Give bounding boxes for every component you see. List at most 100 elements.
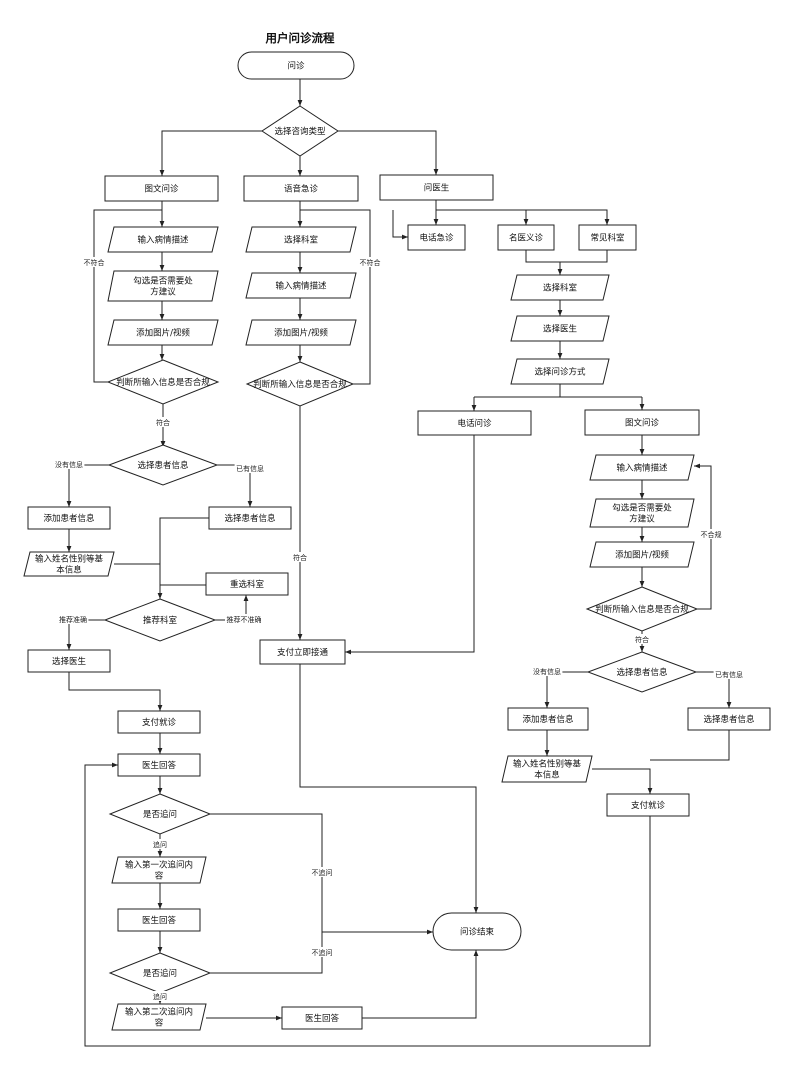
l-answer3-box: 医生回答: [281, 1006, 363, 1030]
r-add-label: 添加患者信息: [522, 714, 574, 725]
edge-label-r-pass: 符合: [635, 635, 649, 644]
l-reselect-box: 重选科室: [205, 572, 289, 596]
edge-label-l-accurate: 推荐准确: [59, 615, 87, 624]
tw-judge-label: 判断所输入信息是否合规: [116, 377, 210, 388]
yy-dept-input-box: 选择科室: [245, 226, 357, 253]
r-pay-box: 支付就诊: [606, 793, 690, 817]
tw-box: 图文问诊: [104, 175, 219, 202]
connector: [66, 619, 105, 650]
edge-label-l-ask2: 追问: [153, 992, 167, 1001]
edge-label-l-noask1: 不追问: [312, 868, 333, 877]
edge-label-l-hasinfo: 已有信息: [236, 464, 264, 473]
l-input1-input-box: 输入第一次追问内容: [111, 856, 207, 884]
l-sel-label: 选择患者信息: [224, 513, 276, 524]
l-follow1-label: 是否追问: [143, 809, 177, 820]
connector: [436, 209, 610, 225]
tw-rx-label: 勾选是否需要处方建议: [133, 276, 193, 298]
tw-label: 图文问诊: [144, 184, 179, 195]
diagram-title: 用户问诊流程: [265, 31, 335, 45]
r-rx-label: 勾选是否需要处方建议: [612, 503, 672, 525]
merge-dept-line: [525, 250, 608, 263]
l-patient-decision: 选择患者信息: [107, 444, 219, 486]
l-follow2-label: 是否追问: [143, 968, 177, 979]
dhjz-box: 电话急诊: [407, 224, 466, 251]
tw-judge-decision: 判断所输入信息是否合规: [106, 359, 220, 405]
yy-desc-label: 输入病情描述: [275, 281, 327, 292]
cjks-box: 常见科室: [578, 224, 637, 251]
pay-connect-box: 支付立即接通: [259, 639, 346, 665]
choose-type-decision: 选择咨询类型: [261, 105, 339, 157]
r-patient-decision: 选择患者信息: [586, 651, 698, 693]
l-answer1-box: 医生回答: [117, 753, 201, 777]
connector: [66, 464, 109, 507]
w-phone-label: 电话问诊: [457, 418, 492, 429]
l-answer3-label: 医生回答: [305, 1013, 340, 1024]
choose-type-label: 选择咨询类型: [274, 126, 326, 137]
connector: [392, 210, 408, 240]
yy-img-label: 添加图片/视频: [274, 328, 328, 339]
connector: [345, 435, 475, 655]
start-terminal: 问诊: [237, 51, 355, 80]
yy-box: 语音急诊: [243, 175, 359, 202]
connector: [592, 768, 653, 794]
connector: [338, 130, 439, 175]
l-input2-input-box: 输入第二次追问内容: [111, 1003, 207, 1031]
connector: [157, 517, 209, 599]
w-mode-input-box: 选择问诊方式: [510, 358, 610, 385]
l-sel-box: 选择患者信息: [208, 506, 292, 530]
edge-label-r-fail: 不合规: [701, 530, 722, 539]
connector: [68, 672, 163, 711]
tw-rx-input-box: 勾选是否需要处方建议: [107, 270, 219, 302]
w-dept-label: 选择科室: [543, 283, 578, 294]
r-judge-label: 判断所输入信息是否合规: [595, 604, 689, 615]
l-recommend-label: 推荐科室: [143, 615, 178, 626]
r-rx-input-box: 勾选是否需要处方建议: [589, 498, 695, 528]
edge-label-yy-pass: 符合: [293, 553, 307, 562]
r-desc-label: 输入病情描述: [616, 463, 668, 474]
tw-img-input-box: 添加图片/视频: [107, 319, 219, 346]
edge-label-r-hasinfo: 已有信息: [715, 670, 743, 679]
r-pay-label: 支付就诊: [631, 800, 666, 811]
connector: [650, 730, 730, 761]
yy-img-input-box: 添加图片/视频: [245, 319, 357, 346]
pay-connect-label: 支付立即接通: [277, 647, 329, 658]
r-judge-decision: 判断所输入信息是否合规: [585, 586, 699, 632]
edge-label-l-noask2: 不追问: [312, 948, 333, 957]
r-patient-label: 选择患者信息: [616, 667, 668, 678]
yy-judge-label: 判断所输入信息是否合规: [253, 379, 347, 390]
end-terminal: 问诊结束: [432, 912, 522, 951]
wys-box: 问医生: [379, 174, 494, 201]
l-input2-label: 输入第二次追问内容: [125, 1007, 193, 1029]
w-phone-box: 电话问诊: [417, 410, 532, 436]
r-add-box: 添加患者信息: [507, 707, 589, 731]
yy-fail-loop: [300, 209, 371, 385]
l-reselect-label: 重选科室: [230, 579, 265, 590]
r-desc-input-box: 输入病情描述: [589, 454, 695, 481]
edge-label-l-ask1: 追问: [153, 840, 167, 849]
edge-label-l-inaccurate: 推荐不准确: [227, 615, 262, 624]
connector: [299, 664, 479, 913]
edge-label-tw-pass: 符合: [156, 418, 170, 427]
tw-img-label: 添加图片/视频: [136, 328, 190, 339]
l-input-label: 输入姓名性别等基本信息: [35, 554, 104, 576]
r-input-input-box: 输入姓名性别等基本信息: [501, 755, 593, 783]
tw-desc-input-box: 输入病情描述: [107, 226, 219, 253]
tw-desc-label: 输入病情描述: [137, 235, 189, 246]
l-answer2-box: 医生回答: [117, 908, 201, 932]
tw-fail-loop: [93, 209, 162, 383]
end-label: 问诊结束: [460, 927, 495, 938]
connector: [544, 671, 588, 708]
l-pay-label: 支付就诊: [142, 717, 177, 728]
yy-desc-input-box: 输入病情描述: [245, 272, 357, 299]
l-patient-label: 选择患者信息: [137, 460, 189, 471]
w-doc-label: 选择医生: [543, 324, 578, 335]
l-doc-label: 选择医生: [52, 656, 87, 667]
w-dept-input-box: 选择科室: [510, 274, 610, 301]
l-follow1-decision: 是否追问: [108, 793, 212, 835]
myy-label: 名医义诊: [509, 233, 544, 244]
connector: [159, 130, 262, 176]
l-input-input-box: 输入姓名性别等基本信息: [23, 551, 115, 577]
edge-label-yy-fail: 不符合: [360, 258, 381, 267]
l-add-label: 添加患者信息: [43, 513, 95, 524]
